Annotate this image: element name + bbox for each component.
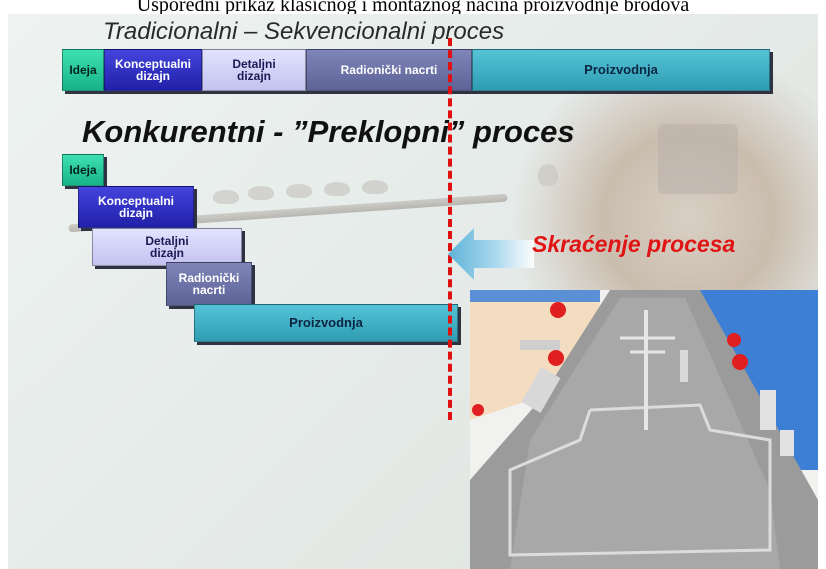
propeller-hub-background (658, 124, 738, 194)
concurrent-phase-ideja: Ideja (62, 154, 104, 186)
concurrent-phase-konceptualni-dizajn: Konceptualni dizajn (78, 186, 194, 228)
slide-caption: Usporedni prikaz klasičnog i montažnog n… (136, 0, 690, 16)
traditional-phase-radionicki-nacrti: Radionički nacrti (306, 49, 472, 91)
concurrent-phase-proizvodnja: Proizvodnja (194, 304, 458, 342)
traditional-phase-konceptualni-dizajn: Konceptualni dizajn (104, 49, 202, 91)
seagull-image (538, 164, 558, 186)
traditional-process-title: Tradicionalni – Sekvencionalni proces (103, 18, 505, 45)
seagull-image (248, 186, 274, 200)
seagull-image (286, 184, 312, 198)
concurrent-phase-radionicki-nacrti: Radionički nacrti (166, 262, 252, 306)
shortening-arrow-icon (448, 228, 534, 280)
traditional-phase-detaljni-dizajn: Detaljni dizajn (202, 49, 306, 91)
concurrent-phase-detaljni-dizajn: Detaljni dizajn (92, 228, 242, 266)
shortening-label: Skraćenje procesa (532, 231, 736, 257)
traditional-phase-ideja: Ideja (62, 49, 104, 91)
seagull-image (324, 182, 350, 196)
slide: Tradicionalni – Sekvencionalni proces Id… (8, 14, 818, 569)
ship-deck-render-image (470, 290, 818, 569)
seagull-image (362, 180, 388, 194)
seagull-image (213, 190, 239, 204)
concurrent-process-title: Konkurentni - ”Preklopni” proces (82, 114, 575, 149)
cutoff-dashed-line (448, 38, 452, 420)
traditional-phase-proizvodnja: Proizvodnja (472, 49, 770, 91)
